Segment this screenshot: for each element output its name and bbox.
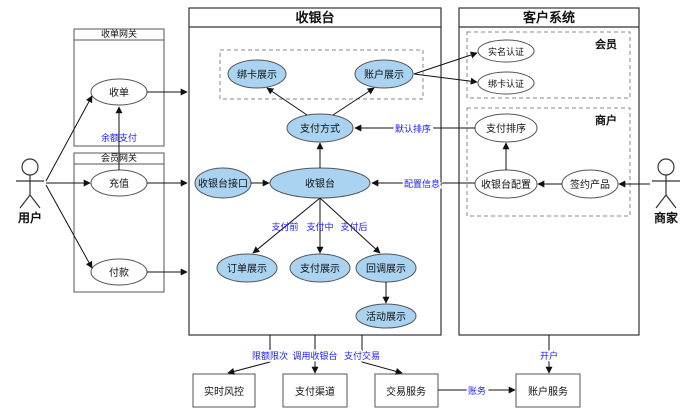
trade-service-label: 交易服务 [386, 385, 426, 398]
recharge-node-label: 充值 [109, 177, 129, 190]
payment-method-node [286, 113, 354, 143]
cashier-interface-label: 收银台接口 [198, 177, 248, 190]
account-service-label: 账户服务 [528, 385, 568, 398]
bind-card-auth-node [477, 71, 535, 95]
before-pay-label: 支付前 [271, 221, 298, 233]
user-label: 用户 [17, 210, 42, 225]
real-name-auth-label: 实名认证 [488, 46, 524, 58]
bind-card-display-node [227, 59, 287, 89]
payment-display-node [289, 253, 351, 283]
pay-trade-label: 支付交易 [344, 350, 380, 362]
cashier-node-label: 收银台 [305, 177, 335, 190]
bind-card-auth-label: 绑卡认证 [488, 78, 524, 90]
open-account-label: 开户 [540, 350, 558, 362]
trade-service-box [374, 373, 439, 408]
limit-label: 限额限次 [252, 350, 288, 362]
call-cashier-label: 调用收银台 [292, 350, 337, 362]
merchant-group [466, 107, 631, 217]
sign-product-label: 签约产品 [570, 178, 610, 191]
user-actor: 用户 [16, 158, 44, 225]
payment-sort-label: 支付排序 [486, 122, 526, 135]
balance-pay-label: 余额支付 [101, 132, 137, 144]
display-group [219, 49, 424, 100]
ledger-label: 账务 [468, 385, 486, 397]
account-display-label: 账户展示 [364, 68, 404, 81]
payment-node-label: 付款 [109, 266, 129, 279]
risk-control-box [192, 373, 256, 408]
member-group-title: 会员 [595, 37, 617, 51]
cashier-config-label: 收银台配置 [481, 178, 531, 191]
payment-display-label: 支付展示 [300, 262, 340, 275]
account-service-box [515, 373, 581, 408]
activity-display-label: 活动展示 [366, 311, 406, 323]
activity-display-node [355, 303, 417, 329]
real-name-auth-node [477, 39, 535, 63]
order-gateway-title: 收单网关 [101, 28, 137, 40]
cashier-title: 收银台 [295, 10, 334, 26]
pay-channel-box [282, 373, 348, 408]
order-display-label: 订单展示 [227, 263, 267, 275]
merchant-label: 商家 [654, 210, 679, 225]
bind-card-display-label: 绑卡展示 [237, 68, 277, 81]
config-info-label: 配置信息 [404, 178, 440, 190]
merchant-actor: 商家 [652, 158, 680, 225]
after-pay-label: 支付后 [340, 221, 367, 233]
pay-channel-label: 支付渠道 [295, 385, 335, 398]
payment-method-label: 支付方式 [300, 122, 340, 135]
order-node-label: 收单 [109, 86, 129, 99]
order-display-node [216, 253, 278, 283]
member-group [466, 31, 631, 99]
default-sort-label: 默认排序 [395, 123, 431, 135]
during-pay-label: 支付中 [306, 221, 333, 233]
account-display-node [354, 59, 414, 89]
risk-control-label: 实时风控 [204, 385, 244, 398]
merchant-group-title: 商户 [595, 113, 617, 127]
callback-display-label: 回调展示 [366, 263, 406, 275]
customer-system-box: 客户系统 [458, 7, 640, 336]
customer-system-title: 客户系统 [523, 10, 575, 26]
